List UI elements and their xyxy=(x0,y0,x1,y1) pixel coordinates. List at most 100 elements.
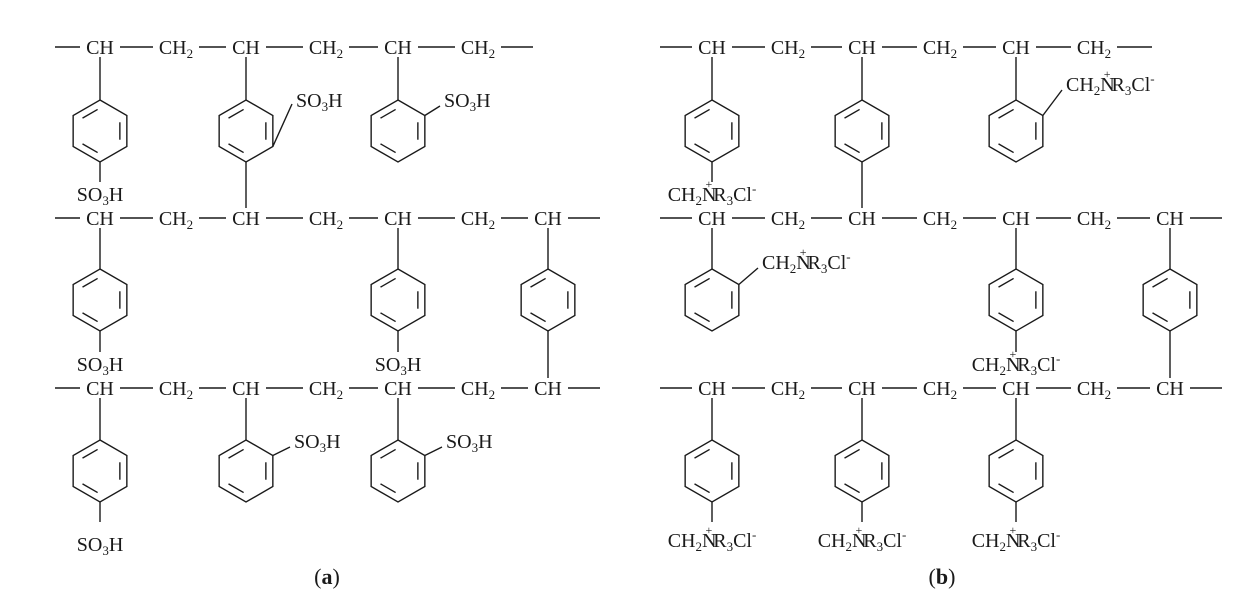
para-substituted-benzene: CH2N+R3Cl- xyxy=(972,228,1061,378)
benzene-inner-double-bond xyxy=(998,448,1014,459)
quaternary-ammonium-group-label: CH2N+R3Cl- xyxy=(818,523,907,554)
ch-label: CH xyxy=(86,208,114,230)
benzene-inner-double-bond xyxy=(228,143,244,154)
benzene-inner-double-bond xyxy=(998,277,1014,288)
benzene-inner-double-bond xyxy=(998,312,1014,323)
benzene-ring-outline xyxy=(1142,268,1198,332)
ch2-label: CH2 xyxy=(923,37,957,61)
sulfonic-group-label: SO3H xyxy=(375,354,422,378)
ch-label: CH xyxy=(1002,378,1030,400)
ortho-substituted-benzene: SO3H xyxy=(370,398,493,503)
benzene-ring xyxy=(370,268,426,332)
ch2-label: CH2 xyxy=(159,208,193,232)
ch2-label: CH2 xyxy=(309,208,343,232)
benzene-ring-outline xyxy=(72,99,128,163)
ch2-label: CH2 xyxy=(1077,378,1111,402)
benzene-inner-double-bond xyxy=(228,448,244,459)
ch2-label: CH2 xyxy=(771,378,805,402)
benzene-ring-outline xyxy=(218,99,274,163)
benzene-inner-double-bond xyxy=(228,483,244,494)
ch-label: CH xyxy=(384,378,412,400)
para-substituted-benzene: SO3H xyxy=(72,57,128,208)
ch2-label: CH2 xyxy=(771,37,805,61)
benzene-ring xyxy=(834,439,890,503)
benzene-inner-double-bond xyxy=(380,483,396,494)
benzene-inner-double-bond xyxy=(844,448,860,459)
benzene-inner-double-bond xyxy=(380,312,396,323)
benzene-inner-double-bond xyxy=(82,312,98,323)
ch2-label: CH2 xyxy=(159,37,193,61)
benzene-ring xyxy=(218,439,274,503)
substituent-bond xyxy=(424,446,443,457)
quaternary-ammonium-group-label: CH2N+R3Cl- xyxy=(668,523,757,554)
benzene-inner-double-bond xyxy=(1152,277,1168,288)
benzene-ring xyxy=(684,268,740,332)
benzene-inner-double-bond xyxy=(380,277,396,288)
ch-label: CH xyxy=(698,378,726,400)
ch-label: CH xyxy=(86,37,114,59)
benzene-ring xyxy=(1142,268,1198,332)
substituent-bond xyxy=(1042,89,1063,116)
benzene-ring-outline xyxy=(684,268,740,332)
ch2-label: CH2 xyxy=(309,37,343,61)
benzene-ring-outline xyxy=(988,439,1044,503)
benzene-ring-outline xyxy=(72,268,128,332)
para-substituted-benzene: SO3H xyxy=(72,228,128,378)
caption-a: (a) xyxy=(314,564,340,589)
ch2-label: CH2 xyxy=(461,378,495,402)
sulfonic-group-label: SO3H xyxy=(444,90,491,114)
ch-label: CH xyxy=(1002,37,1030,59)
benzene-inner-double-bond xyxy=(998,108,1014,119)
ch2-label: CH2 xyxy=(309,378,343,402)
benzene-ring-outline xyxy=(988,99,1044,163)
benzene-ring-outline xyxy=(72,439,128,503)
para-substituted-benzene xyxy=(834,57,890,208)
ch-label: CH xyxy=(1156,208,1184,230)
benzene-ring-outline xyxy=(370,439,426,503)
benzene-inner-double-bond xyxy=(82,483,98,494)
meta-substituted-benzene: SO3H xyxy=(218,57,343,208)
quaternary-ammonium-group-label: CH2N+R3Cl- xyxy=(972,347,1061,378)
benzene-ring-outline xyxy=(834,99,890,163)
benzene-ring xyxy=(684,99,740,163)
benzene-inner-double-bond xyxy=(844,483,860,494)
sulfonic-group-label: SO3H xyxy=(77,354,124,378)
ch2-label: CH2 xyxy=(461,208,495,232)
ch2-label: CH2 xyxy=(771,208,805,232)
sulfonic-group-label: SO3H xyxy=(296,90,343,114)
benzene-ring xyxy=(988,268,1044,332)
benzene-ring xyxy=(370,439,426,503)
benzene-inner-double-bond xyxy=(998,483,1014,494)
benzene-ring xyxy=(72,268,128,332)
benzene-ring xyxy=(218,99,274,163)
para-substituted-benzene: CH2N+R3Cl- xyxy=(668,398,757,554)
substituent-bond xyxy=(738,267,759,286)
benzene-inner-double-bond xyxy=(844,143,860,154)
benzene-ring-outline xyxy=(218,439,274,503)
ch2-label: CH2 xyxy=(159,378,193,402)
quaternary-ammonium-group-label: CH2N+R3Cl- xyxy=(762,245,851,276)
ch-label: CH xyxy=(698,37,726,59)
quaternary-ammonium-group-label: CH2N+R3Cl- xyxy=(668,177,757,208)
benzene-ring xyxy=(988,439,1044,503)
ortho-substituted-benzene: CH2N+R3Cl- xyxy=(684,228,851,332)
benzene-inner-double-bond xyxy=(530,312,546,323)
sulfonic-group-label: SO3H xyxy=(77,534,124,558)
sulfonic-group-label: SO3H xyxy=(446,431,493,455)
ortho-substituted-benzene: CH2N+R3Cl- xyxy=(988,57,1155,163)
benzene-inner-double-bond xyxy=(998,143,1014,154)
benzene-ring-outline xyxy=(684,99,740,163)
quaternary-ammonium-group-label: CH2N+R3Cl- xyxy=(972,523,1061,554)
benzene-inner-double-bond xyxy=(1152,312,1168,323)
para-substituted-benzene xyxy=(520,228,576,378)
benzene-ring xyxy=(72,99,128,163)
ch-label: CH xyxy=(848,378,876,400)
ch-label: CH xyxy=(232,378,260,400)
